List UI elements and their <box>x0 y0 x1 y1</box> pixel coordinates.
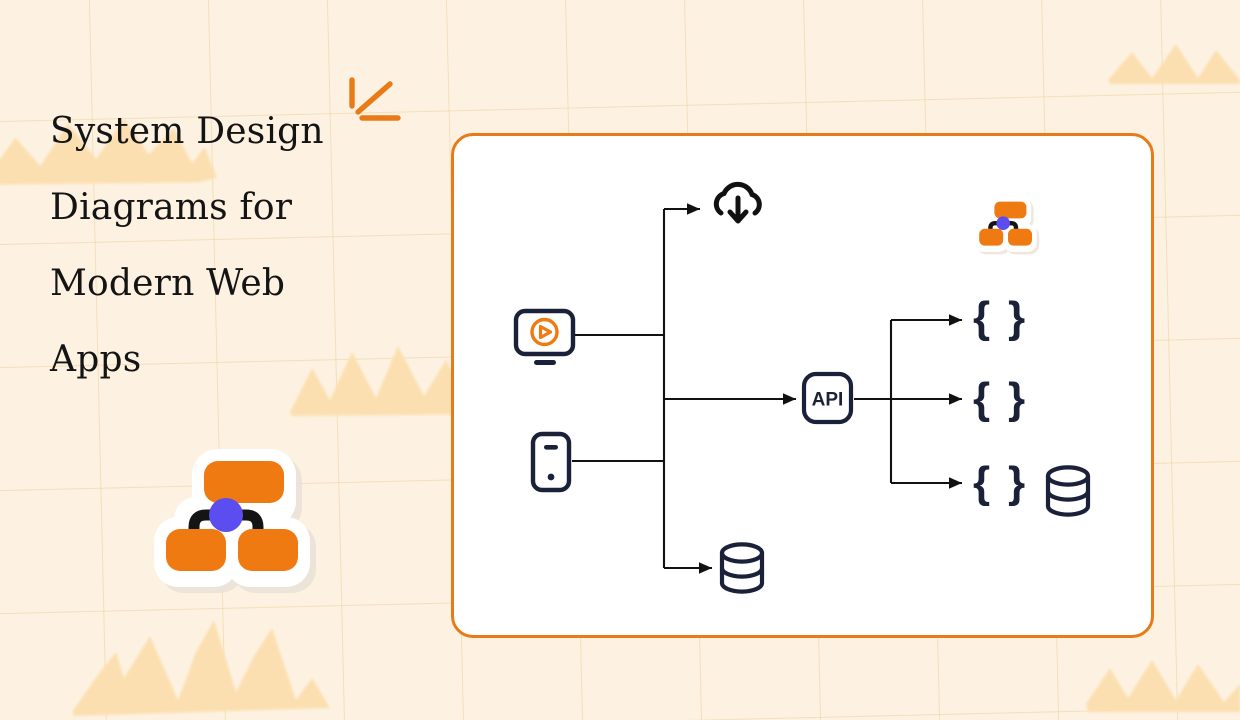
database-icon <box>719 542 765 594</box>
play-button-ring <box>530 317 559 347</box>
logo-junction-dot <box>209 498 243 532</box>
json-brace-close: } <box>1008 458 1025 507</box>
json-brace-close: } <box>1008 374 1025 423</box>
node-database-right[interactable] <box>1045 465 1091 517</box>
diagram-connectors <box>572 203 962 574</box>
node-database-left[interactable] <box>719 542 765 594</box>
logo-node-bottom-right <box>238 529 298 571</box>
download-arrowhead <box>727 209 749 224</box>
sparkle-stroke-diagonal <box>355 81 393 115</box>
logo-node-bottom-left <box>166 529 226 571</box>
headline-column: System Design Diagrams for Modern Web Ap… <box>0 0 440 720</box>
mountain-range-top-right <box>1108 44 1240 84</box>
desktop-monitor-icon <box>513 308 576 357</box>
json-brace-open: { <box>973 374 990 423</box>
node-desktop-monitor[interactable] <box>513 308 576 365</box>
node-mobile-phone[interactable] <box>530 431 572 493</box>
node-api[interactable]: API <box>801 371 854 425</box>
mobile-phone-icon <box>530 431 572 493</box>
cloud-download-icon <box>713 181 762 216</box>
node-json-2[interactable]: { } <box>973 374 1025 423</box>
phone-home-button <box>547 473 555 481</box>
node-json-1[interactable]: { } <box>973 293 1025 342</box>
mountain-range-bottom-right <box>1086 660 1240 712</box>
node-cloud-download[interactable] <box>713 181 762 224</box>
json-brace-open: { <box>973 458 990 507</box>
page-title: System Design Diagrams for Modern Web Ap… <box>50 111 324 380</box>
play-triangle-icon <box>538 324 553 340</box>
logo-node-top <box>204 461 284 503</box>
api-node-label: API <box>812 390 844 411</box>
card-mini-logo <box>974 196 1040 255</box>
node-json-3[interactable]: { } <box>973 458 1025 507</box>
diagram-card: API { } <box>451 133 1154 638</box>
json-brace-open: { <box>973 293 990 342</box>
json-brace-close: } <box>1008 293 1025 342</box>
sparkle-burst-icon <box>349 77 401 121</box>
api-node-icon <box>801 371 854 425</box>
architecture-diagram: API { } <box>513 181 1091 594</box>
phone-speaker-slot <box>544 445 558 450</box>
hierarchy-diagram-logo <box>154 449 316 593</box>
logo-nodes <box>166 461 298 571</box>
database-icon <box>1045 465 1091 517</box>
desktop-monitor-stand <box>534 360 556 365</box>
